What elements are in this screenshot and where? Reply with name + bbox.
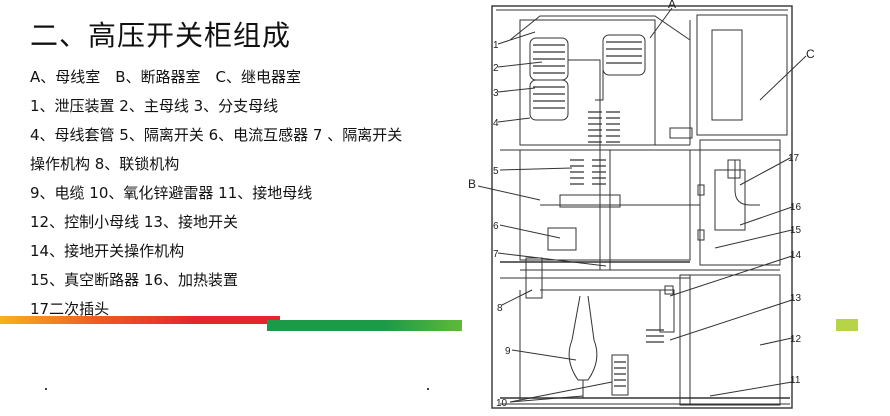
decorative-band-lime — [836, 319, 858, 331]
decorative-band-red — [0, 316, 280, 324]
legend-line: 4、母线套管 5、隔离开关 6、电流互感器 7 、隔离开关 — [30, 126, 403, 144]
legend-line: 1、泄压装置 2、主母线 3、分支母线 — [30, 97, 279, 115]
callout-8: 8 — [497, 303, 503, 314]
callout-5: 5 — [493, 166, 499, 177]
section-label-c: C — [806, 47, 815, 61]
legend-line: A、母线室 B、断路器室 C、继电器室 — [30, 68, 302, 86]
section-label-b: B — [468, 177, 476, 191]
callout-11: 11 — [790, 375, 801, 386]
callout-15: 15 — [790, 225, 802, 236]
legend-line: 操作机构 8、联锁机构 — [30, 155, 180, 173]
callout-12: 12 — [790, 334, 802, 345]
callout-6: 6 — [493, 221, 499, 232]
switchgear-cabinet-diagram: A B C 1 2 3 4 5 6 7 8 9 10 17 16 15 14 1… — [462, 0, 834, 416]
section-label-a: A — [668, 0, 676, 11]
legend-line: 9、电缆 10、氧化锌避雷器 11、接地母线 — [30, 184, 313, 202]
decorative-dot — [427, 388, 429, 390]
callout-7: 7 — [493, 249, 499, 260]
decorative-dot — [45, 388, 47, 390]
callout-10: 10 — [496, 398, 508, 409]
callout-1: 1 — [493, 40, 499, 51]
legend-line: 14、接地开关操作机构 — [30, 242, 185, 260]
callout-3: 3 — [493, 88, 499, 99]
callout-4: 4 — [493, 118, 499, 129]
callout-13: 13 — [790, 293, 802, 304]
callout-17: 17 — [788, 153, 800, 164]
slide-title: 二、高压开关柜组成 — [30, 19, 292, 52]
legend-line: 17二次插头 — [30, 300, 110, 318]
callout-2: 2 — [493, 63, 499, 74]
legend-list: A、母线室 B、断路器室 C、继电器室 1、泄压装置 2、主母线 3、分支母线 … — [30, 63, 450, 324]
callout-16: 16 — [790, 202, 802, 213]
callout-14: 14 — [790, 250, 802, 261]
decorative-band-green — [267, 320, 462, 331]
legend-line: 12、控制小母线 13、接地开关 — [30, 213, 238, 231]
callout-9: 9 — [505, 346, 511, 357]
legend-line: 15、真空断路器 16、加热装置 — [30, 271, 238, 289]
